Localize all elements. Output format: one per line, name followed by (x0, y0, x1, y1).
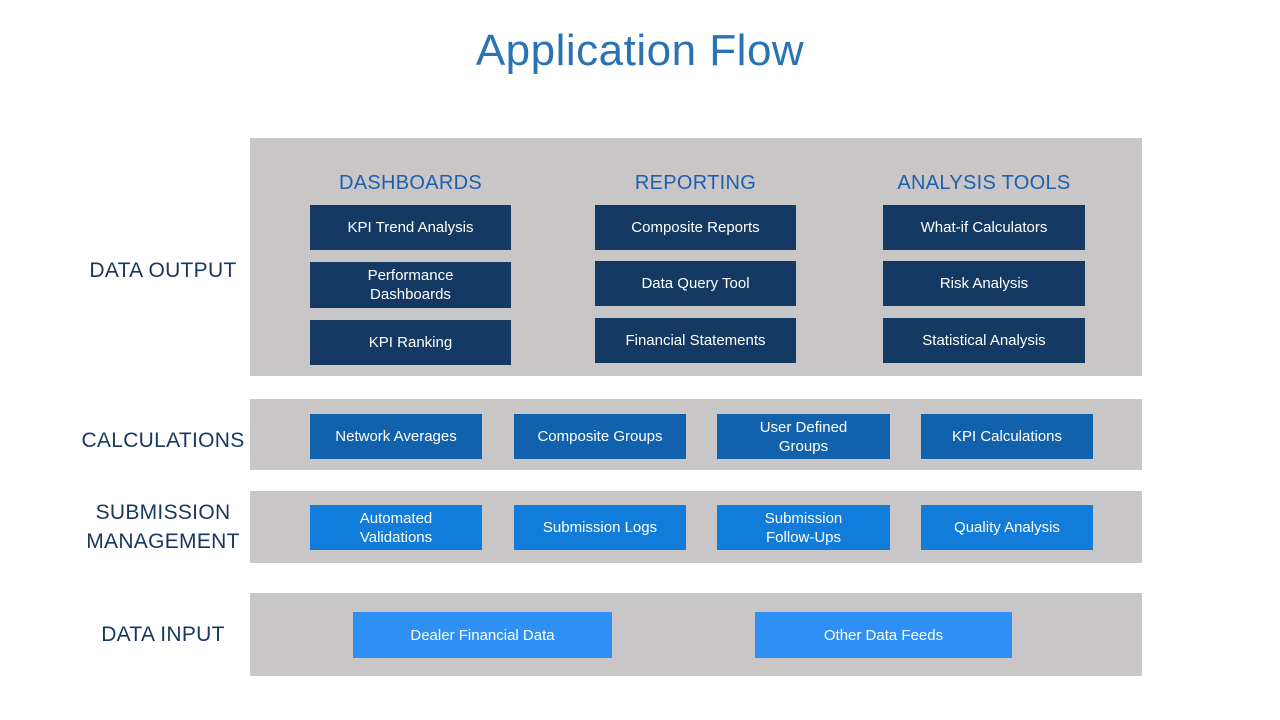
box-label: Data Query Tool (641, 275, 750, 292)
slide-title: Application Flow (475, 26, 805, 75)
box-kpi-ranking: KPI Ranking (310, 320, 511, 365)
box-label: KPI Calculations (951, 428, 1063, 445)
box-label: Composite Groups (537, 428, 663, 445)
box-label: Network Averages (335, 428, 457, 445)
box-composite-groups: Composite Groups (514, 414, 686, 459)
row-label-data-output: DATA OUTPUT (89, 259, 237, 282)
column-header-reporting: REPORTING (634, 172, 757, 194)
box-label: Statistical Analysis (922, 332, 1046, 349)
box-risk-analysis: Risk Analysis (883, 261, 1085, 306)
box-label: Performance Dashboards (367, 267, 454, 303)
box-label: KPI Trend Analysis (347, 219, 474, 236)
box-label: What-if Calculators (920, 219, 1048, 236)
box-quality-analysis: Quality Analysis (921, 505, 1093, 550)
box-what-if-calculators: What-if Calculators (883, 205, 1085, 250)
column-header-analysis-tools: ANALYSIS TOOLS (897, 172, 1071, 194)
box-user-defined-groups: User Defined Groups (717, 414, 890, 459)
box-label: User Defined Groups (759, 418, 848, 455)
box-label: Other Data Feeds (823, 626, 944, 644)
box-label: Submission Logs (542, 519, 658, 536)
box-label: Automated Validations (359, 509, 433, 546)
box-label: Submission Follow-Ups (764, 509, 843, 546)
box-label: Risk Analysis (939, 275, 1029, 292)
box-financial-statements: Financial Statements (595, 318, 796, 363)
box-label: Quality Analysis (954, 519, 1060, 536)
box-statistical-analysis: Statistical Analysis (883, 318, 1085, 363)
box-other-data-feeds: Other Data Feeds (755, 612, 1012, 658)
box-composite-reports: Composite Reports (595, 205, 796, 250)
box-label: Composite Reports (631, 219, 760, 236)
box-data-query-tool: Data Query Tool (595, 261, 796, 306)
box-dealer-financial-data: Dealer Financial Data (353, 612, 612, 658)
box-automated-validations: Automated Validations (310, 505, 482, 550)
box-submission-follow-ups: Submission Follow-Ups (717, 505, 890, 550)
box-label: Financial Statements (625, 332, 766, 349)
row-label-submission-management: SUBMISSION MANAGEMENT (86, 501, 240, 553)
box-submission-logs: Submission Logs (514, 505, 686, 550)
row-label-calculations: CALCULATIONS (81, 429, 245, 452)
row-label-data-input: DATA INPUT (101, 623, 225, 646)
box-kpi-calculations: KPI Calculations (921, 414, 1093, 459)
box-network-averages: Network Averages (310, 414, 482, 459)
box-label: KPI Ranking (368, 334, 453, 351)
box-label: Dealer Financial Data (410, 626, 555, 644)
column-header-dashboards: DASHBOARDS (338, 172, 483, 194)
box-performance-dashboards: Performance Dashboards (310, 262, 511, 308)
box-kpi-trend-analysis: KPI Trend Analysis (310, 205, 511, 250)
